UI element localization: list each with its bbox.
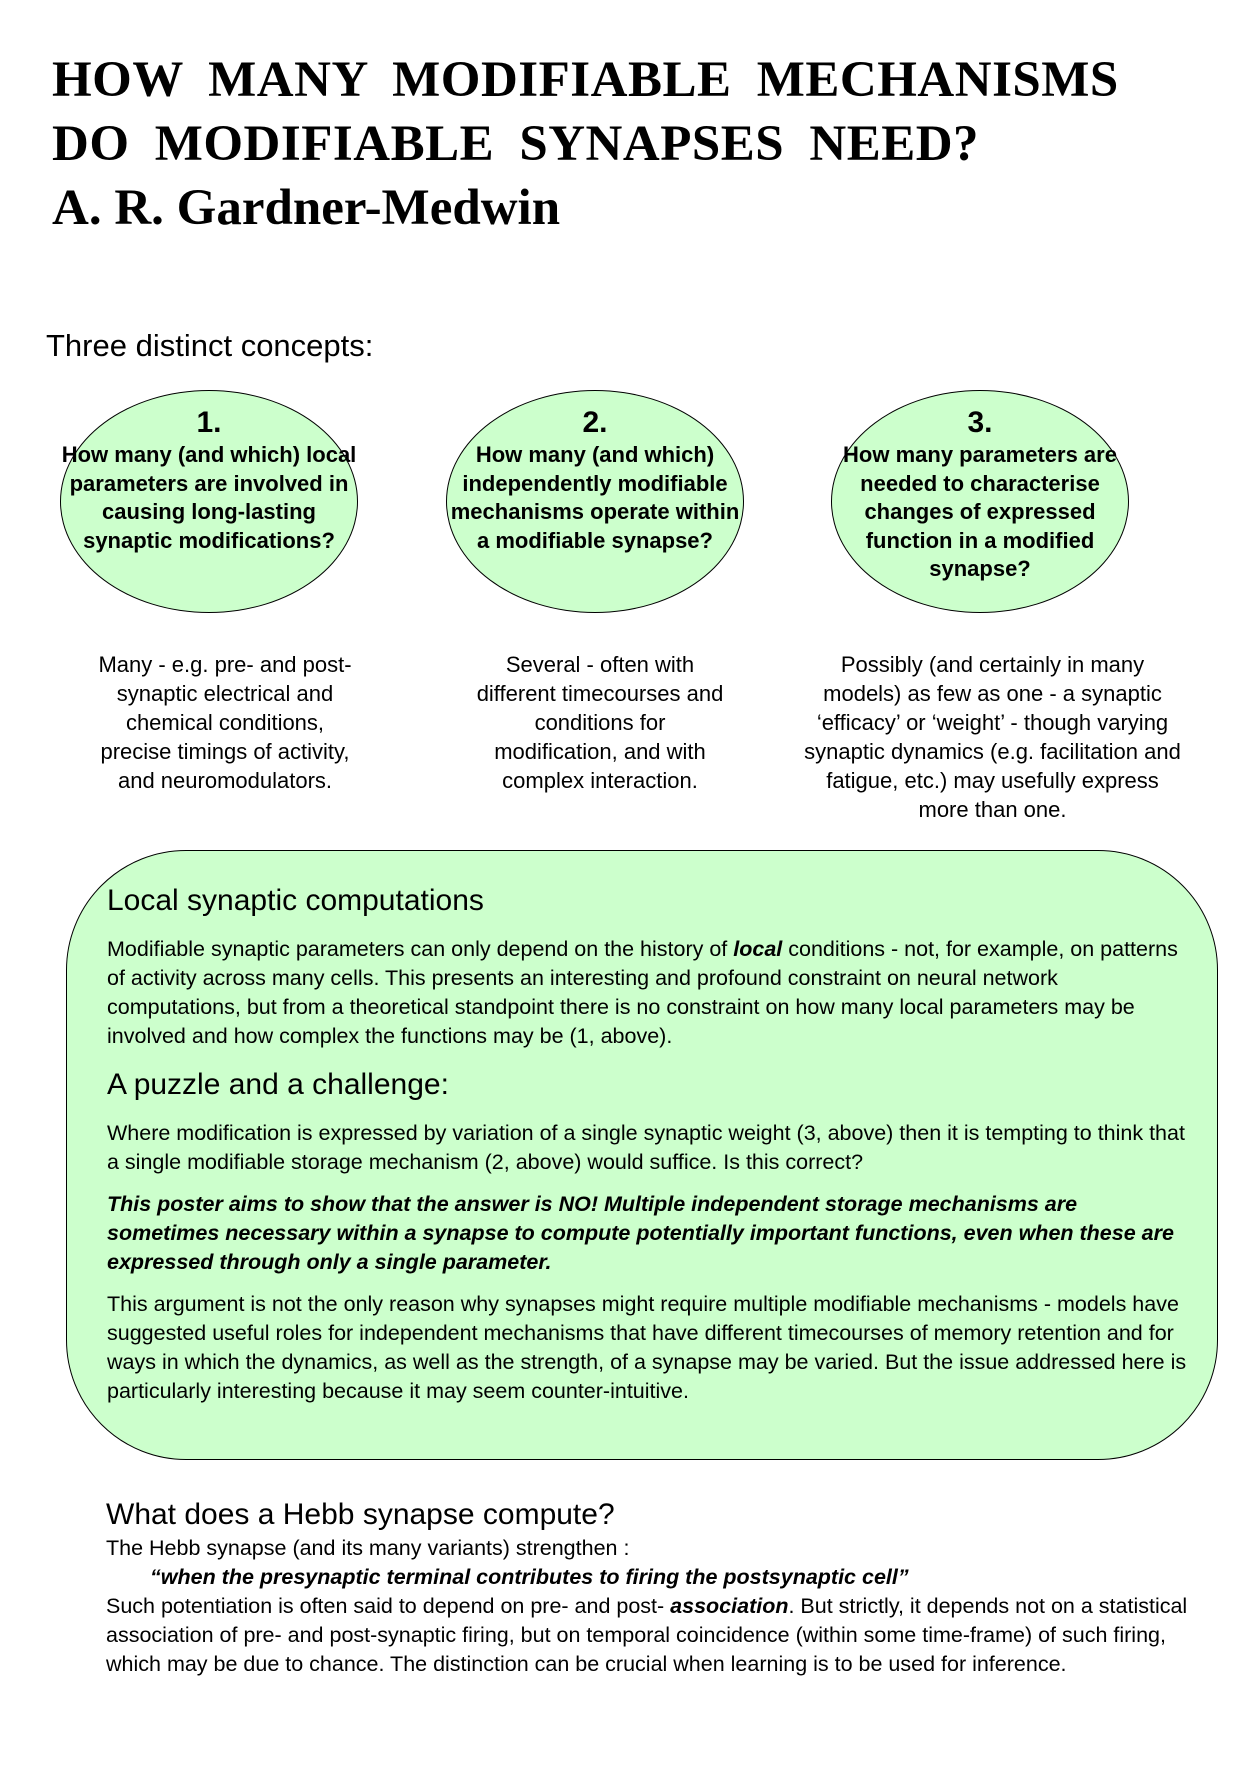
concept-number: 3. (967, 406, 993, 439)
concept-question: How many (and which) local parameters ar… (61, 442, 357, 553)
concept-oval-2: 2. How many (and which) independently mo… (446, 390, 744, 613)
emphasis-local: local (733, 937, 783, 961)
concepts-heading: Three distinct concepts: (46, 328, 374, 363)
hebb-intro: The Hebb synapse (and its many variants)… (106, 1536, 630, 1560)
hebb-section: What does a Hebb synapse compute? The He… (106, 1496, 1216, 1679)
hebb-body: Such potentiation is often said to depen… (106, 1592, 1216, 1679)
puzzle-paragraph-3: This argument is not the only reason why… (107, 1292, 1187, 1403)
text-run: conditions - not, for example, on patter… (107, 937, 1178, 1048)
text-run: Modifiable synaptic parameters can only … (107, 937, 734, 961)
concept-answer-3: Possibly (and certainly in many models) … (804, 652, 1181, 822)
local-computations-heading: Local synaptic computations (107, 884, 484, 917)
emphasis-association: association (670, 1594, 789, 1618)
concept-question: How many (and which) independently modif… (450, 442, 740, 553)
local-computations-paragraph: Modifiable synaptic parameters can only … (107, 935, 1187, 1051)
concept-number: 2. (582, 406, 608, 439)
text-run: Such potentiation is often said to depen… (106, 1594, 671, 1618)
concept-answer-2: Several - often with different timecours… (476, 652, 724, 793)
concept-answer-1: Many - e.g. pre- and post-synaptic elect… (98, 652, 352, 793)
local-computations-box: Local synaptic computations Modifiable s… (66, 850, 1218, 1460)
author-name: A. R. Gardner-Medwin (52, 180, 561, 236)
puzzle-paragraph-2: This poster aims to show that the answer… (107, 1192, 1174, 1274)
poster-title: HOW MANY MODIFIABLE MECHANISMS DO MODIFI… (52, 48, 1232, 240)
hebb-quote: “when the presynaptic terminal contribut… (150, 1565, 909, 1589)
puzzle-paragraph-1: Where modification is expressed by varia… (107, 1121, 1185, 1174)
concept-oval-1: 1. How many (and which) local parameters… (60, 390, 358, 613)
title-line-2: DO MODIFIABLE SYNAPSES NEED? (52, 116, 980, 172)
hebb-heading: What does a Hebb synapse compute? (106, 1498, 615, 1531)
concept-oval-3: 3. How many parameters are needed to cha… (831, 390, 1129, 613)
title-line-1: HOW MANY MODIFIABLE MECHANISMS (52, 52, 1119, 108)
text-run: . But strictly, it depends not on a stat… (106, 1594, 1188, 1676)
concept-question: How many parameters are needed to charac… (843, 442, 1117, 581)
puzzle-heading: A puzzle and a challenge: (107, 1068, 449, 1101)
concept-number: 1. (196, 406, 222, 439)
